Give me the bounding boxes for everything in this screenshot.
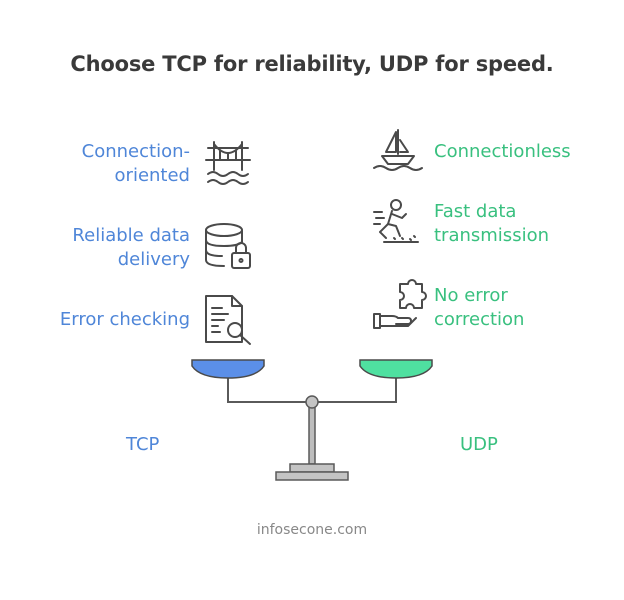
tcp-feature-connection-oriented: Connection- oriented — [82, 140, 190, 188]
udp-feature-line: correction — [434, 309, 525, 330]
tcp-feature-error-checking: Error checking — [60, 308, 190, 332]
tcp-feature-line: oriented — [114, 165, 190, 186]
tcp-feature-line: Error checking — [59, 309, 190, 330]
udp-label: UDP — [460, 434, 498, 455]
udp-feature-connectionless: Connectionless — [434, 140, 571, 164]
sailboat-icon — [373, 129, 423, 171]
udp-feature-no-error-correction: No error correction — [434, 284, 524, 332]
bridge-icon — [205, 141, 251, 185]
scale-base — [275, 471, 349, 481]
puzzle-hand-icon — [373, 279, 427, 329]
tcp-feature-line: Connection- — [81, 141, 190, 162]
scale-pivot — [305, 395, 319, 409]
udp-feature-line: Connectionless — [434, 141, 571, 162]
running-person-icon — [373, 199, 419, 243]
udp-feature-line: transmission — [434, 225, 549, 246]
page-title: Choose TCP for reliability, UDP for spee… — [70, 52, 554, 76]
udp-feature-fast-transmission: Fast data transmission — [434, 200, 549, 248]
udp-feature-line: Fast data — [434, 201, 517, 222]
scale-base-top — [289, 463, 335, 473]
udp-pan — [359, 359, 433, 379]
tcp-feature-line: Reliable data — [72, 225, 190, 246]
tcp-feature-reliable-delivery: Reliable data delivery — [72, 224, 190, 272]
udp-feature-line: No error — [434, 285, 508, 306]
tcp-pan — [191, 359, 265, 379]
tcp-label: TCP — [126, 434, 160, 455]
document-search-icon — [205, 295, 251, 345]
scale-post — [308, 401, 316, 465]
database-lock-icon — [205, 223, 251, 269]
tcp-feature-line: delivery — [117, 249, 190, 270]
footer-watermark: infosecone.com — [256, 522, 368, 538]
